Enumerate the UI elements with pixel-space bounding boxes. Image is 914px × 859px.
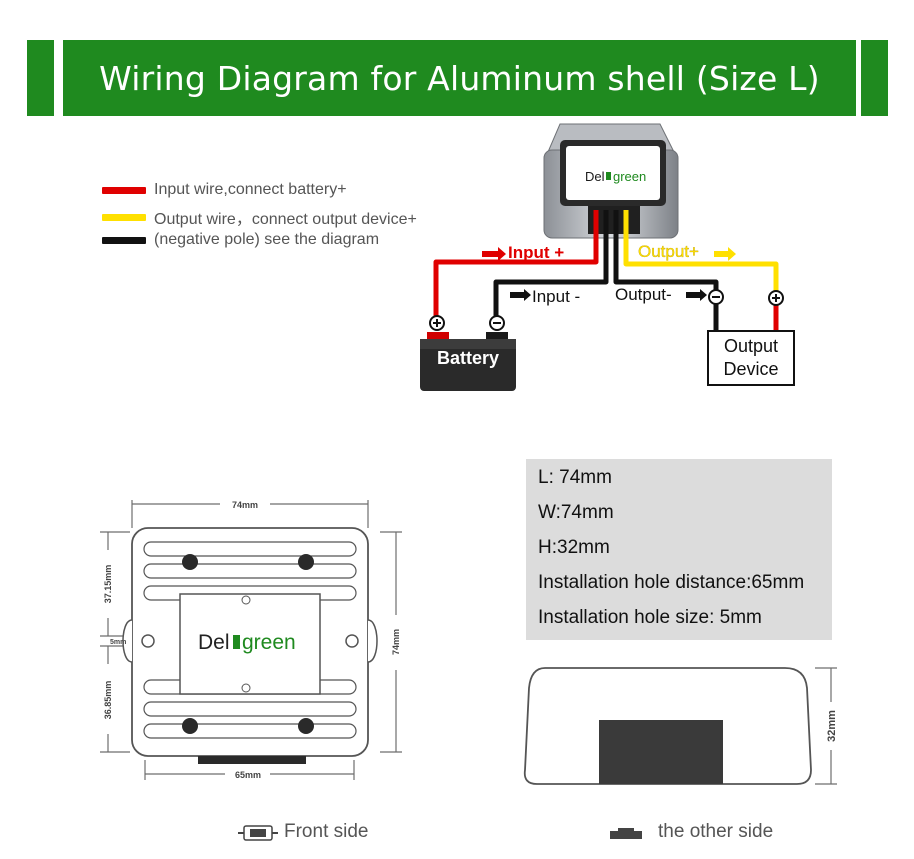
page-title: Wiring Diagram for Aluminum shell (Size …: [99, 58, 820, 98]
front-dim-top: 74mm: [232, 500, 258, 510]
front-brand-battery-icon: [233, 635, 240, 649]
front-dim-left-mid: 5mm: [110, 639, 126, 646]
output-device-line2: Device: [723, 359, 778, 379]
output-minus-terminal-icon: [708, 289, 724, 305]
other-side-caption: the other side: [658, 821, 774, 842]
legend-input: Input wire,connect battery+: [102, 181, 347, 199]
wires: [433, 210, 779, 330]
legend-output: Output wire，connect output device+: [102, 205, 417, 229]
header-left-bar: [27, 40, 54, 116]
header-right-bar: [861, 40, 888, 116]
screw-top-left: [182, 554, 198, 570]
input-plus-label: Input +: [508, 243, 564, 262]
spec-hole-distance: Installation hole distance:65mm: [538, 572, 805, 593]
screw-bottom-right: [298, 718, 314, 734]
other-side-icon: [610, 828, 642, 839]
header-banner: Wiring Diagram for Aluminum shell (Size …: [63, 40, 856, 116]
input-minus-label: Input -: [532, 287, 580, 306]
side-terminal-block: [599, 720, 723, 784]
front-dim-right: 74mm: [391, 629, 401, 655]
front-dim-left-top: 37.15mm: [103, 565, 113, 604]
battery-label: Battery: [437, 348, 499, 368]
output-device: Output Device: [707, 330, 795, 386]
legend-negative-text: (negative pole) see the diagram: [154, 231, 380, 248]
legend-swatch-yellow: [102, 213, 146, 221]
converter-brand-suffix: green: [613, 169, 646, 184]
wiring-diagram: Del green Input + Input - Output- Output…: [420, 123, 795, 391]
plus-terminal-icon: [429, 315, 445, 331]
minus-terminal-icon: [489, 315, 505, 331]
mount-hole-right: [345, 634, 359, 648]
output-minus-label: Output-: [615, 285, 672, 304]
legend-negative: (negative pole) see the diagram: [102, 231, 379, 249]
converter-box: Del green: [543, 123, 679, 239]
legend-swatch-black: [102, 236, 146, 244]
spec-hole-size: Installation hole size: 5mm: [538, 607, 762, 628]
screw-top-right: [298, 554, 314, 570]
spec-width: W:74mm: [538, 502, 614, 523]
legend-swatch-red: [102, 186, 146, 194]
legend-input-text: Input wire,connect battery+: [154, 181, 347, 198]
brand-battery-icon: [606, 172, 611, 180]
output-plus-arrow: [714, 247, 736, 261]
screw-bottom-left: [182, 718, 198, 734]
output-plus-terminal-icon: [768, 290, 784, 306]
front-brand-prefix: Del: [198, 631, 230, 654]
specs-panel: L: 74mm W:74mm H:32mm Installation hole …: [526, 459, 832, 640]
front-side-icon: [238, 825, 278, 841]
side-view-drawing: 32mm: [523, 667, 838, 785]
front-side-caption: Front side: [284, 821, 369, 842]
output-plus-label: Output+: [638, 242, 699, 261]
front-side-drawing: Del green 74mm 65mm 74mm 37.15mm 5mm 36.…: [100, 500, 402, 780]
mount-hole-left: [141, 634, 155, 648]
front-brand-suffix: green: [242, 631, 296, 654]
spec-height: H:32mm: [538, 537, 610, 558]
front-dim-left-bottom: 36.85mm: [103, 681, 113, 720]
output-minus-arrow: [686, 289, 707, 301]
output-device-line1: Output: [724, 336, 778, 356]
spec-length: L: 74mm: [538, 467, 612, 488]
front-dim-bottom: 65mm: [235, 770, 261, 780]
input-minus-arrow: [510, 289, 531, 301]
input-plus-arrow: [482, 247, 506, 261]
side-dim-height: 32mm: [826, 710, 838, 742]
legend-output-text: Output wire，connect output device+: [154, 211, 417, 228]
battery: Battery: [420, 332, 516, 391]
converter-brand-prefix: Del: [585, 169, 605, 184]
